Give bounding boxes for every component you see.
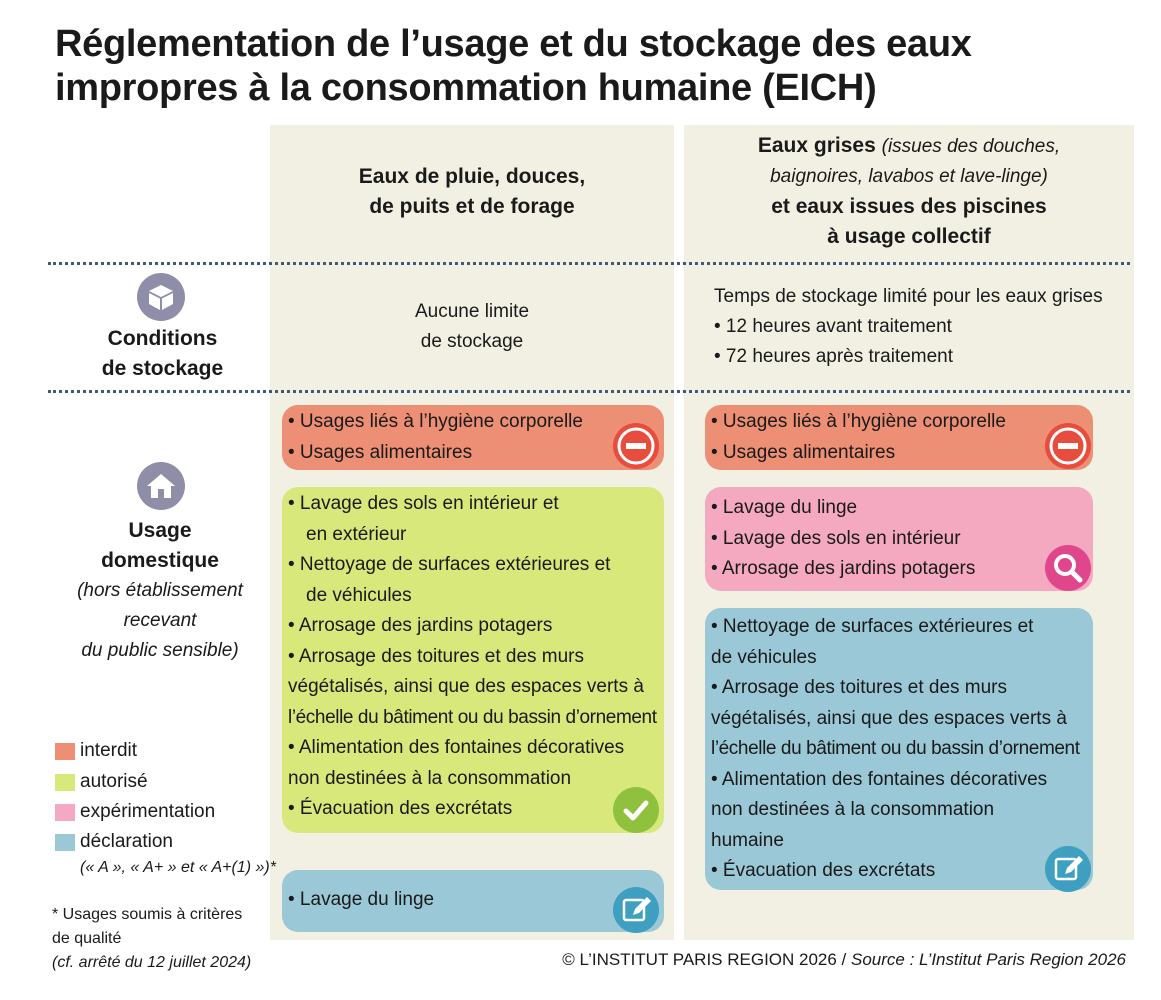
domestic-sub-1: (hors établissement xyxy=(77,580,243,601)
list-item: l’échelle du bâtiment ou du bassin d’orn… xyxy=(288,706,657,728)
list-item: • Nettoyage de surfaces extérieures et xyxy=(711,616,1034,637)
list-item: • Arrosage des jardins potagers xyxy=(711,558,976,579)
column-header-grey-italic-1: (issues des douches, xyxy=(881,136,1061,157)
domestic-sub-3: du public sensible) xyxy=(81,640,239,661)
title-line-1: Réglementation de l’usage et du stockage… xyxy=(55,23,972,65)
storage-label-line-1: Conditions xyxy=(107,327,218,350)
list-item: végétalisés, ainsi que des espaces verts… xyxy=(711,707,1067,729)
column-header-grey-bold-2: et eaux issues des piscines xyxy=(771,195,1047,218)
legend-label: interdit xyxy=(80,740,138,761)
storage-rain-line-1: Aucune limite xyxy=(414,301,530,322)
magnifier-icon xyxy=(1045,545,1091,591)
box-icon xyxy=(137,273,185,321)
list-item: • Alimentation des fontaines décoratives xyxy=(711,768,1048,790)
list-item: • Arrosage des toitures et des murs xyxy=(711,677,1008,698)
column-header-rain-line-2: de puits et de forage xyxy=(369,195,575,218)
storage-rain-text: Aucune limite de stockage xyxy=(270,297,674,357)
legend-interdit: interdit xyxy=(55,736,137,766)
column-header-grey-italic-2: baignoires, lavabos et lave-linge) xyxy=(770,166,1048,187)
list-item: • Arrosage des toitures et des murs xyxy=(288,645,585,667)
list-item: • Usages liés à l’hygiène corporelle xyxy=(288,411,583,432)
separator-top xyxy=(48,262,1130,265)
list-item: de véhicules xyxy=(306,584,412,606)
edit-icon xyxy=(1045,846,1091,892)
forbidden-icon xyxy=(613,423,659,469)
legend-experimentation: expérimentation xyxy=(55,797,215,827)
page-title: Réglementation de l’usage et du stockage… xyxy=(55,22,1135,110)
list-item: • Lavage du linge xyxy=(711,497,858,518)
list-item: végétalisés, ainsi que des espaces verts… xyxy=(288,676,644,697)
credit: © L’INSTITUT PARIS REGION 2026 / Source … xyxy=(562,948,1126,972)
box-rain-interdit: • Usages liés à l’hygiène corporelle • U… xyxy=(282,405,664,470)
column-header-grey-bold-1: Eaux grises xyxy=(757,134,876,157)
storage-label-line-2: de stockage xyxy=(101,357,224,380)
title-line-2: impropres à la consommation humaine (EIC… xyxy=(55,67,877,109)
list-item: l’échelle du bâtiment ou du bassin d’orn… xyxy=(711,738,1080,759)
legend-label: déclaration xyxy=(80,831,173,852)
edit-icon xyxy=(613,887,659,933)
box-grey-interdit: • Usages liés à l’hygiène corporelle • U… xyxy=(705,405,1093,470)
legend-declaration: déclaration xyxy=(55,827,173,857)
credit-prefix: © L’INSTITUT PARIS REGION 2026 / xyxy=(562,950,851,969)
box-grey-experimentation: • Lavage du linge • Lavage des sols en i… xyxy=(705,487,1093,591)
storage-grey-item: • 12 heures avant traitement xyxy=(714,316,952,337)
list-item: • Usages alimentaires xyxy=(711,441,896,463)
list-item: non destinées à la consommation xyxy=(711,799,995,820)
list-item: • Lavage du linge xyxy=(288,889,435,910)
house-icon xyxy=(137,462,185,510)
legend-swatch xyxy=(55,742,75,760)
storage-grey-item: • 72 heures après traitement xyxy=(714,346,954,367)
credit-source: Source : L’Institut Paris Region 2026 xyxy=(851,950,1126,969)
footnote: * Usages soumis à critères de qualité (c… xyxy=(52,903,251,975)
footnote-line-1: * Usages soumis à critères xyxy=(52,906,243,923)
legend-autorise: autorisé xyxy=(55,767,148,797)
domestic-label-line-2: domestique xyxy=(101,549,219,572)
box-grey-declaration: • Nettoyage de surfaces extérieures et d… xyxy=(705,608,1093,890)
storage-grey-intro: Temps de stockage limité pour les eaux g… xyxy=(714,286,1103,307)
list-item: • Arrosage des jardins potagers xyxy=(288,615,553,636)
list-item: • Usages alimentaires xyxy=(288,441,473,463)
list-item: • Évacuation des excrétats xyxy=(711,860,936,881)
check-icon xyxy=(613,787,659,833)
legend-label: expérimentation xyxy=(80,801,216,822)
forbidden-icon xyxy=(1045,423,1091,469)
box-rain-declaration: • Lavage du linge xyxy=(282,870,664,932)
legend-swatch xyxy=(55,773,75,791)
list-item: • Alimentation des fontaines décoratives xyxy=(288,737,625,758)
list-item: • Nettoyage de surfaces extérieures et xyxy=(288,554,611,575)
separator-middle xyxy=(48,390,1130,393)
list-item: • Usages liés à l’hygiène corporelle xyxy=(711,411,1006,432)
list-item: non destinées à la consommation xyxy=(288,767,572,789)
box-rain-autorise: • Lavage des sols en intérieur et en ext… xyxy=(282,487,664,833)
storage-grey-text: Temps de stockage limité pour les eaux g… xyxy=(714,282,1134,372)
list-item: • Lavage des sols en intérieur et xyxy=(288,493,559,514)
storage-label: Conditions de stockage xyxy=(60,324,265,384)
footnote-line-3: (cf. arrêté du 12 juillet 2024) xyxy=(52,954,252,971)
list-item: humaine xyxy=(711,829,784,851)
list-item: • Lavage des sols en intérieur xyxy=(711,527,961,549)
list-item: • Évacuation des excrétats xyxy=(288,798,513,819)
legend-label: autorisé xyxy=(80,771,148,792)
column-header-rain: Eaux de pluie, douces, de puits et de fo… xyxy=(270,162,674,222)
domestic-label: Usage domestique (hors établissement rec… xyxy=(55,516,265,666)
legend-swatch xyxy=(55,833,75,851)
legend-declaration-sub: (« A », « A+ » et « A+(1) »)* xyxy=(80,859,276,876)
list-item: de véhicules xyxy=(711,646,817,668)
storage-rain-line-2: de stockage xyxy=(420,331,524,352)
column-header-rain-line-1: Eaux de pluie, douces, xyxy=(358,165,586,188)
list-item: en extérieur xyxy=(306,523,407,545)
footnote-line-2: de qualité xyxy=(52,930,122,947)
domestic-label-line-1: Usage xyxy=(128,519,192,542)
column-header-grey: Eaux grises (issues des douches, baignoi… xyxy=(684,131,1134,252)
column-header-grey-bold-3: à usage collectif xyxy=(827,225,991,248)
domestic-sub-2: recevant xyxy=(123,610,197,631)
legend-swatch xyxy=(55,803,75,821)
